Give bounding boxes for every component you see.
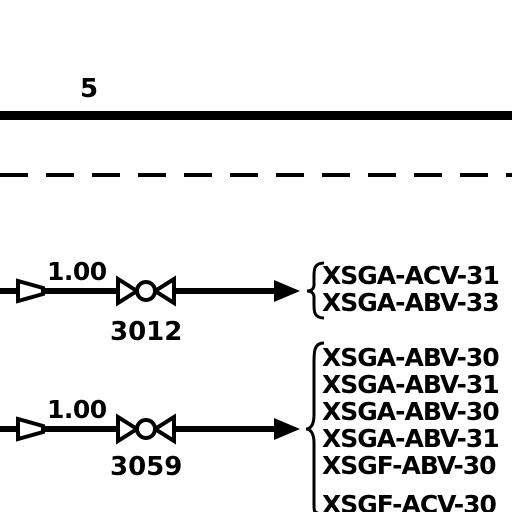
reducer-icon: [16, 278, 45, 304]
destination-tag: XSGA-ACV-31: [322, 261, 499, 290]
gate-valve-icon: [116, 275, 176, 307]
border-line-heavy: [0, 111, 512, 120]
brace-icon: [305, 341, 325, 512]
valve-tag-label: 3059: [110, 452, 182, 482]
flow-arrow-icon: [274, 418, 300, 440]
process-line-2: 1.00 3059 XSGA-ABV-30 XSGA-ABV-31 XSGA-A…: [0, 341, 500, 512]
process-line-1: 1.00 3012 XSGA-ACV-31 XSGA-ABV-33: [0, 257, 500, 347]
pipe-segment: [0, 426, 18, 432]
gate-valve-icon: [116, 413, 176, 445]
destination-tag: XSGF-ABV-30: [322, 451, 496, 480]
pipe-segment: [0, 288, 18, 294]
destination-tag: XSGA-ABV-31: [322, 370, 499, 399]
destination-tag: XSGA-ABV-30: [322, 343, 499, 372]
destination-list: XSGA-ABV-30 XSGA-ABV-31 XSGA-ABV-30 XSGA…: [322, 343, 500, 512]
destination-tag: XSGA-ABV-30: [322, 397, 499, 426]
valve-tag-label: 3012: [110, 317, 182, 347]
brace-icon: [306, 261, 325, 320]
pipe-segment: [40, 288, 118, 294]
pipe-segment: [172, 288, 280, 294]
destination-tag: XSGA-ABV-31: [322, 424, 499, 453]
destination-tag: XSGF-ACV-30: [322, 490, 496, 512]
line-rating-label: 1.00: [47, 395, 107, 424]
reducer-icon: [16, 416, 45, 442]
destination-tag: XSGA-ABV-33: [322, 288, 499, 317]
pipe-segment: [40, 426, 118, 432]
destination-list: XSGA-ACV-31 XSGA-ABV-33: [322, 261, 500, 317]
line-rating-label: 1.00: [47, 257, 107, 286]
flow-arrow-icon: [274, 280, 300, 302]
pipe-segment: [172, 426, 280, 432]
column-marker: 5: [80, 74, 98, 104]
